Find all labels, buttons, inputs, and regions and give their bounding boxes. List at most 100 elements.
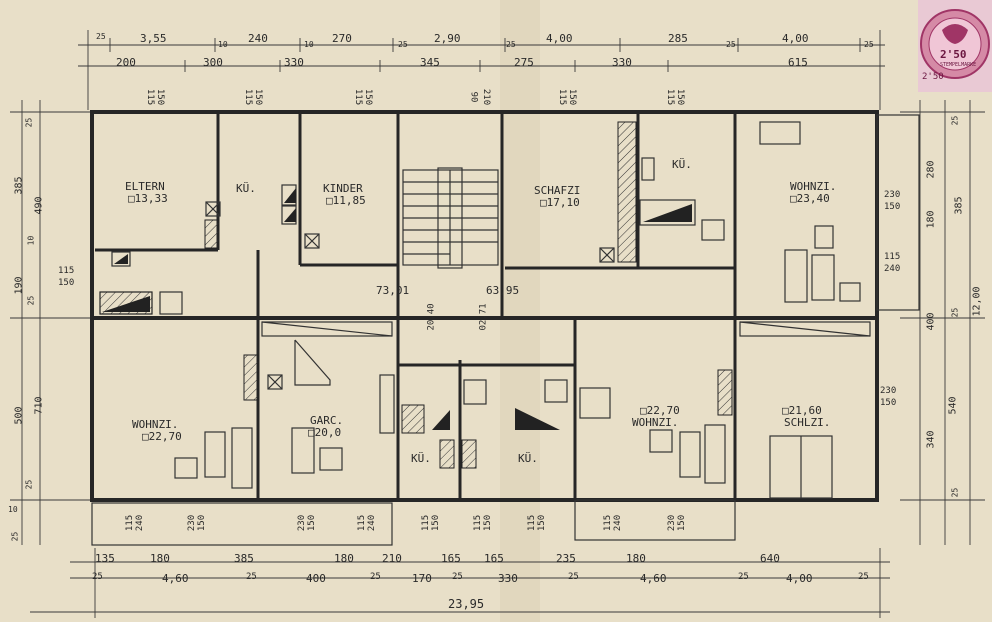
outer-walls [90,110,920,546]
dim: 240 [248,32,268,45]
dim: 640 [760,552,780,565]
dim: 385 [234,552,254,565]
dim: 235 [556,552,576,565]
room-wohnzi-bottomright-area: □22,70 [640,404,680,417]
dim: 615 [788,56,808,69]
dim: 10 [8,505,18,514]
dim: 115 [884,252,901,262]
dim: 710 [33,396,45,415]
room-eltern-name: ELTERN [125,180,165,193]
dim: 150 [675,88,686,106]
dim: 25 [92,572,103,582]
dim: 10 [218,40,228,49]
dim: 25 [568,572,579,582]
dim: 115 [421,514,432,532]
dim: 150 [884,202,901,212]
dim: 25 [950,487,960,498]
dim: 25 [96,32,106,41]
dim: 135 [95,552,115,565]
room-kinder-area: □11,85 [326,194,366,207]
dim: 115 [527,514,538,532]
fixtures [99,121,871,499]
dim: 25 [246,572,257,582]
dim: 270 [332,32,352,45]
dim: 230 [297,514,308,532]
dim: 230 [187,514,198,532]
dim: 115 [603,514,614,532]
dim: 240 [613,514,624,532]
room-kueche-bottom2: KÜ. [518,452,538,465]
dim: 540 [947,396,959,415]
dim: 150 [677,514,688,532]
dim: 400 [925,312,937,331]
dim: 230 [884,190,901,200]
dim: 190 [13,276,25,295]
dim: 25 [452,572,463,582]
dim: 150 [307,514,318,532]
dim: 150 [537,514,548,532]
room-wohnzi-topright-area: □23,40 [790,192,830,205]
dim: 150 [363,88,374,106]
dim: 275 [514,56,534,69]
staircase [402,167,499,269]
stamp-text: STEMPELMARKE [940,62,977,68]
room-garc-name: GARC. [310,414,344,427]
dim: 240 [135,514,146,532]
dim: 500 [13,406,25,425]
room-eltern-area: □13,33 [128,192,168,205]
room-wohnzi-topright-name: WOHNZI. [790,180,837,193]
dim: 400 [306,572,326,585]
dim: 115 [353,88,364,106]
dim: 115 [145,88,156,106]
dim: 165 [441,552,461,565]
dim: 280 [925,160,937,179]
dim: 150 [431,514,442,532]
dim: 115 [58,266,75,276]
dim: 200 [116,56,136,69]
dim: 240 [367,514,378,532]
room-garc-area: □20,0 [308,426,342,439]
dim: 25 [370,572,381,582]
side-dimension-lines [10,100,985,618]
dim: 150 [483,514,494,532]
dim: 115 [357,514,368,532]
dim: 180 [150,552,170,565]
dim: 4,00 [546,32,573,45]
dim: 330 [612,56,632,69]
room-kueche-bottom1: KÜ. [411,452,431,465]
dim: 300 [203,56,223,69]
room-wohnzi-bottomleft-area: □22,70 [142,430,182,443]
dim: 4,00 [782,32,809,45]
dim: 180 [334,552,354,565]
dim: 115 [125,514,136,532]
dim: 115 [243,88,254,106]
dim: 170 [412,572,432,585]
dim: 180 [626,552,646,565]
dim: 10 [304,40,314,49]
dim: 330 [498,572,518,585]
dim: 210 [382,552,402,565]
top-dimension-lines [78,30,885,110]
dim: 150 [567,88,578,106]
total-width-dim: 23,95 [448,597,485,611]
dim: 25 [950,307,960,318]
revenue-stamp [918,0,992,92]
hall-area-right: 63,95 [486,284,520,297]
dim: 150 [253,88,264,106]
interior-walls [95,112,737,500]
dim: 115 [557,88,568,106]
room-schlzi-area: □21,60 [782,404,822,417]
room-wohnzi-bottomright-name: WOHNZI. [632,416,679,429]
dim: 150 [58,278,75,288]
hall-area-left: 73,01 [376,284,410,297]
dim: 150 [197,514,208,532]
room-schafzi-area: □17,10 [540,196,580,209]
dim: 4,60 [162,572,189,585]
dim: 150 [880,398,897,408]
dim: 180 [925,210,937,229]
dim: 3,55 [140,32,167,45]
dim: 25 [506,40,516,49]
